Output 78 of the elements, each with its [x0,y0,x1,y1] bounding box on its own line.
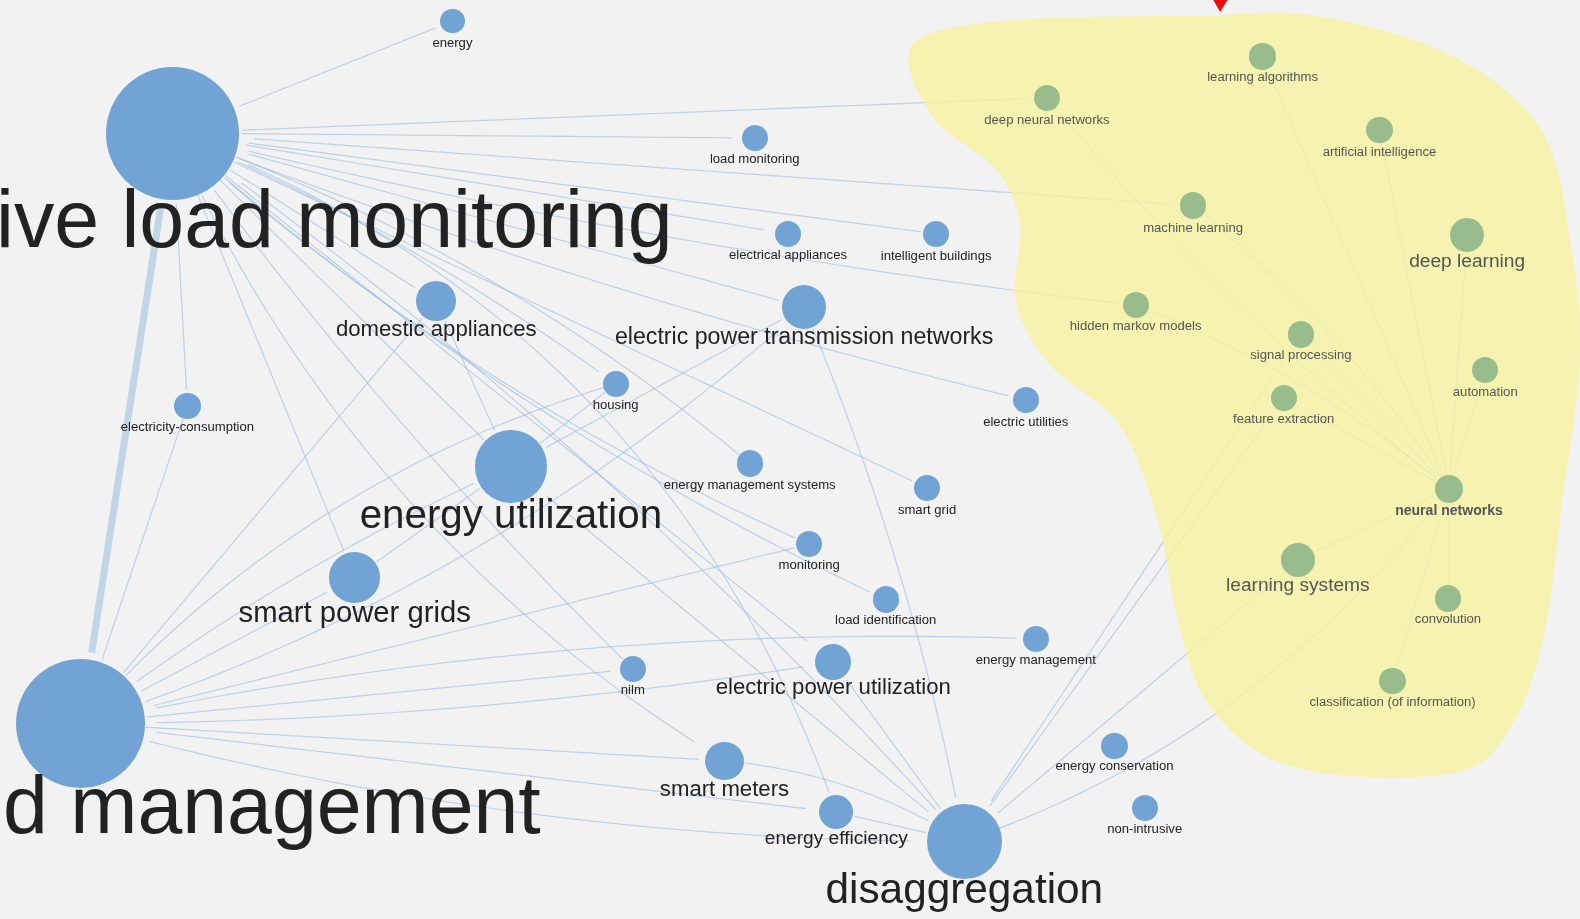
connector-line [241,133,733,139]
keyword-label: learning systems [1226,574,1370,595]
keyword-label: housing [592,397,639,411]
keyword-label: monitoring [778,558,840,572]
keyword-label: hidden markov models [1069,319,1202,333]
keyword-label: convolution [1414,612,1482,626]
connector-line [232,160,913,482]
keyword-label: electricity-consumption [120,420,255,434]
keyword-label: automation [1452,384,1518,398]
keyword-label: electric power utilization [715,676,951,699]
connector-line [155,635,1018,709]
keyword-label: disaggregation [825,868,1104,911]
connector-line [201,195,696,743]
connector-line [238,27,437,107]
keyword-label: energy [432,36,473,50]
keyword-label: smart grid [897,502,957,516]
connector-line [224,174,808,642]
connector-line [229,182,796,539]
connector-line [144,329,780,703]
keyword-label: learning algorithms [1207,70,1318,84]
connector-line [213,189,624,660]
keyword-label: feature extraction [1233,411,1335,426]
keyword-label: energy management [975,652,1096,666]
connector-line [101,418,184,661]
connector-line [149,741,911,842]
connector-line [240,182,937,811]
keyword-label: domestic appliances [335,318,537,341]
keyword-label: energy utilization [359,494,663,536]
connector-line [539,391,606,444]
connector-line [122,317,423,674]
connector-line [140,591,328,692]
connector-line [234,156,740,456]
connector-line [223,177,871,593]
keyword-label: nilm [620,683,645,697]
connector-line [812,327,957,798]
connector-line [219,179,485,441]
keyword-label: signal processing [1250,348,1352,362]
connector-line [247,153,780,301]
connector-line [238,158,1009,397]
connector-line [197,194,345,552]
keyword-label: electrical appliances [728,247,847,261]
connector-line [545,319,782,449]
keyword-label: electric power transmission networks [614,324,994,348]
connector-line [546,495,929,812]
keyword-label: neural networks [1395,503,1503,518]
connector-line [845,679,942,810]
keyword-label: energy conservation [1055,758,1174,772]
connector-line [245,144,764,231]
connector-line [124,387,604,677]
connector-line [155,731,807,810]
keyword-label: deep neural networks [984,112,1110,126]
connector-line [237,161,600,373]
keyword-label: artificial intelligence [1322,144,1437,159]
connector-line [229,169,416,289]
keyword-label: machine learning [1143,220,1243,234]
keyword-label: smart power grids [238,597,471,627]
connector-line [744,762,930,822]
connector-line [248,142,922,233]
connector-line [853,815,927,834]
connector-line [375,488,481,563]
connector-line [248,164,830,794]
connector-line [175,203,188,391]
keyword-label: classification (of information) [1309,695,1476,709]
keyword-label: deep learning [1409,251,1526,271]
connector-line [444,320,496,431]
connector-line [144,726,700,760]
keyword-label: intelligent buildings [880,248,992,262]
keyword-label: energy efficiency [764,827,908,847]
keyword-label: energy management systems [663,478,836,492]
connector-line [152,547,796,707]
connector-line [136,482,475,682]
keyword-label: load identification [835,613,937,627]
connector-line [155,666,804,724]
keyword-label: electric utilities [983,415,1069,429]
keyword-label: smart meters [659,777,790,800]
keyword-label: non-intrusive [1107,822,1183,836]
keyword-label: load monitoring [709,151,800,166]
connector-line [146,670,612,718]
